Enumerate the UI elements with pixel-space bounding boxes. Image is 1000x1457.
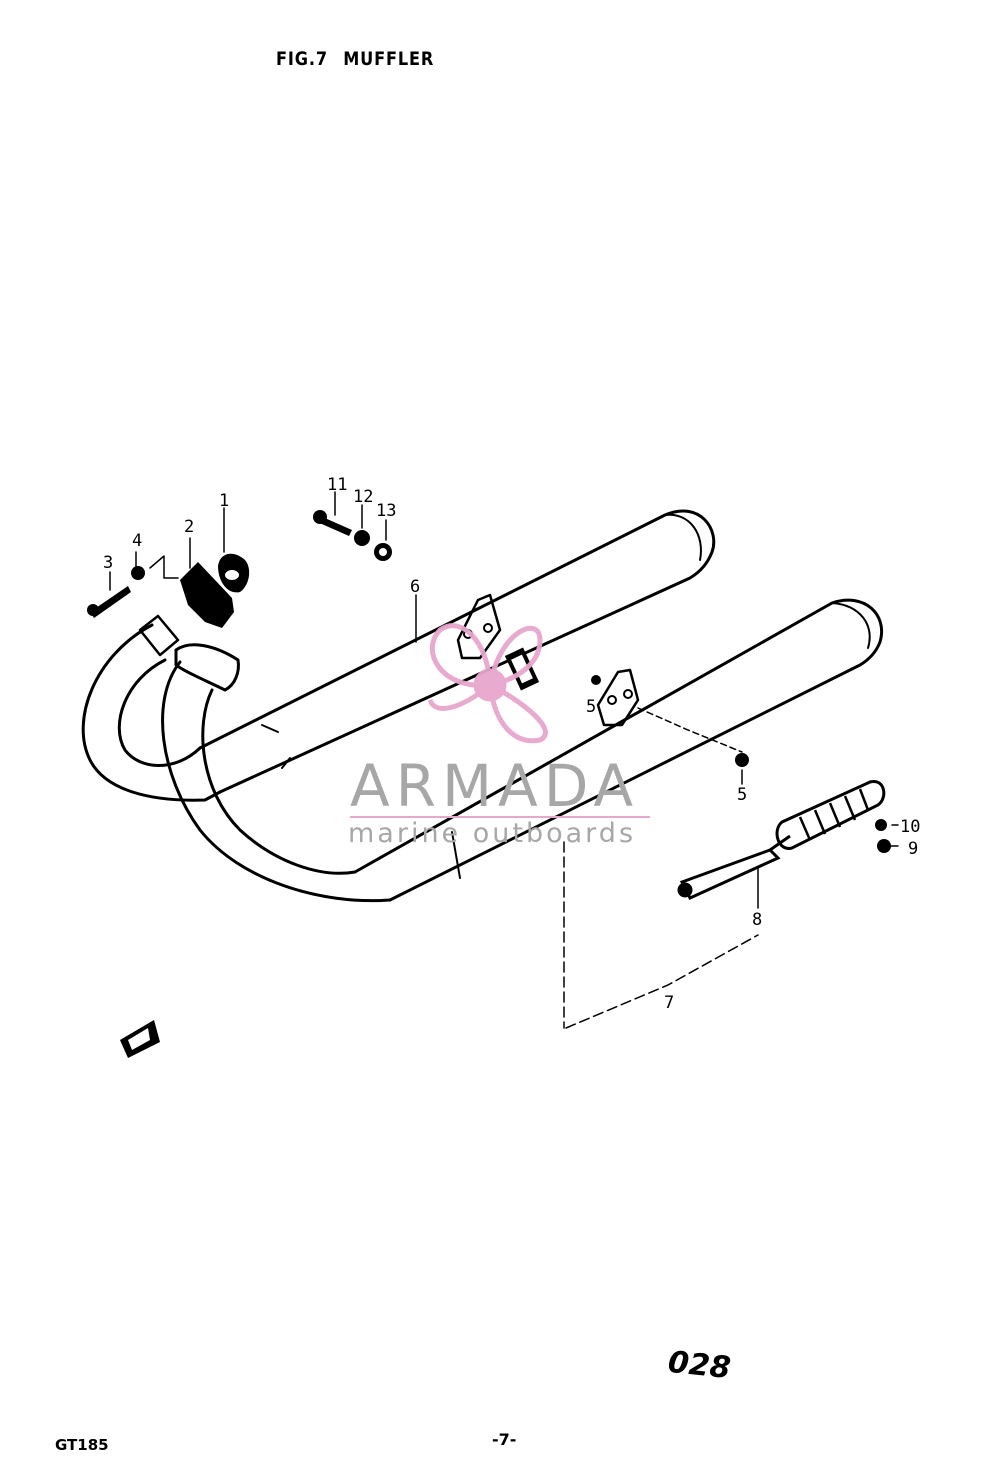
page-number: -7- xyxy=(492,1430,517,1449)
callout-6: 6 xyxy=(410,577,420,597)
callout-4: 4 xyxy=(132,531,142,551)
washer-12 xyxy=(354,530,370,546)
diagram-code-stamp: 028 xyxy=(666,1344,733,1387)
nut-10 xyxy=(875,819,887,831)
figure-number: FIG.7 xyxy=(276,48,328,70)
callout-5-washer: 5 xyxy=(737,785,747,805)
callout-8: 8 xyxy=(752,910,762,930)
bracket-upper xyxy=(456,593,502,660)
callout-3: 3 xyxy=(103,553,113,573)
callout-2: 2 xyxy=(184,517,194,537)
exhaust-clamp xyxy=(138,614,180,657)
callout-7: 7 xyxy=(664,993,674,1013)
model-label: GT185 xyxy=(55,1436,109,1454)
silencer-baffle xyxy=(677,780,886,900)
washer-5-upper xyxy=(591,675,601,685)
bracket-lower xyxy=(596,668,640,727)
callout-13: 13 xyxy=(376,501,396,521)
watermark-brand: ARMADA xyxy=(350,752,640,820)
figure-title: FIG.7 MUFFLER xyxy=(276,48,449,70)
muffler-upper xyxy=(198,509,716,794)
callout-10: 10 xyxy=(900,817,920,837)
callout-12: 12 xyxy=(353,487,373,507)
exhaust-flange xyxy=(180,562,234,628)
watermark-divider xyxy=(350,816,650,818)
exhaust-pipe-upper xyxy=(81,623,222,802)
callout-11: 11 xyxy=(327,475,347,495)
callout-9: 9 xyxy=(908,839,918,859)
figure-name: MUFFLER xyxy=(343,48,435,70)
washer-4 xyxy=(131,566,145,580)
bolt-3 xyxy=(90,586,131,618)
callout-5-bracket: 5 xyxy=(586,697,596,717)
muffler-lower xyxy=(353,598,883,902)
callout-1: 1 xyxy=(219,491,229,511)
watermark-tagline: marine outboards xyxy=(348,818,637,849)
exhaust-pipe-lower xyxy=(161,660,392,903)
screw-9 xyxy=(877,839,891,853)
washer-5 xyxy=(735,753,749,767)
armada-logo-icon xyxy=(427,623,548,744)
